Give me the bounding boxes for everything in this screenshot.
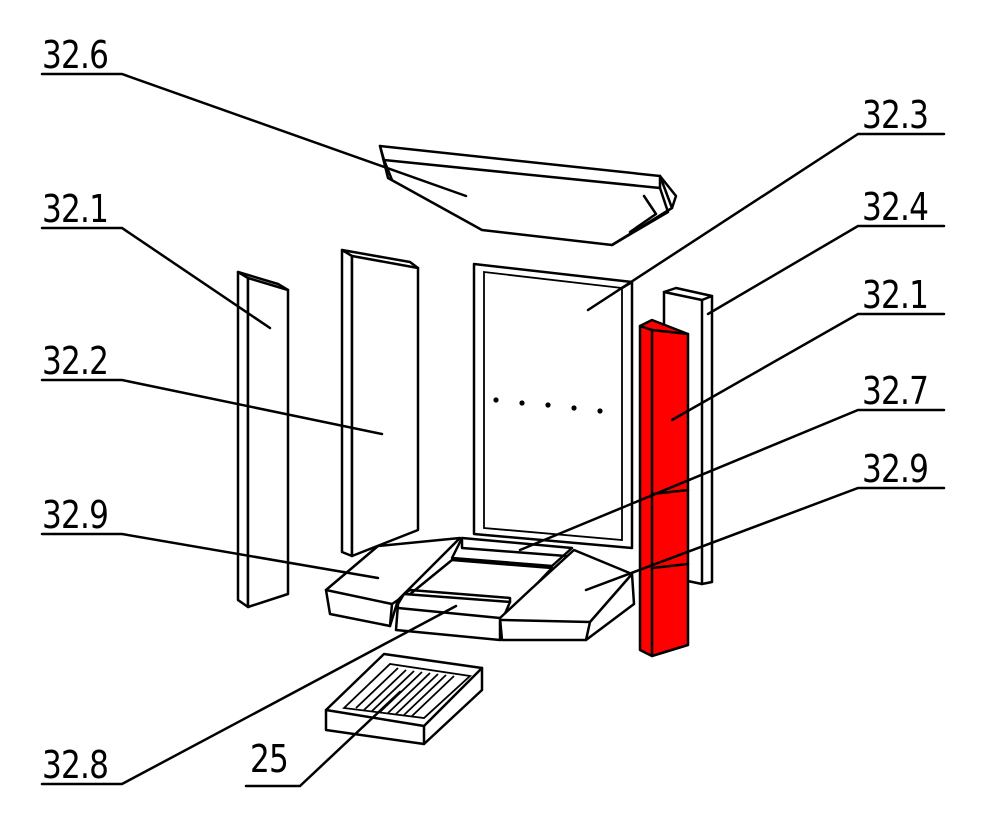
label-32-1-right: 32.1 <box>862 273 929 317</box>
leader-lines <box>40 72 946 788</box>
part-32-1-right-side-brick-highlighted <box>638 318 690 658</box>
part-32-1-left-side-brick <box>236 270 290 609</box>
label-32-9-right: 32.9 <box>862 447 929 491</box>
label-32-9-left: 32.9 <box>42 493 109 537</box>
label-25: 25 <box>250 737 289 781</box>
air-holes <box>493 397 603 414</box>
label-32-2: 32.2 <box>42 339 109 383</box>
part-32-3-back-brick <box>472 262 634 550</box>
label-32-8: 32.8 <box>42 743 109 787</box>
part-32-2-left-rear-brick <box>340 248 420 558</box>
floor-bricks <box>324 536 636 642</box>
ash-pan-grate-bars <box>355 667 455 717</box>
part-32-6-baffle <box>378 144 678 247</box>
label-32-1-left: 32.1 <box>42 187 109 231</box>
label-32-7: 32.7 <box>862 369 929 413</box>
label-32-4: 32.4 <box>862 185 929 229</box>
label-32-3: 32.3 <box>862 93 929 137</box>
part-25-ash-pan <box>324 652 484 746</box>
label-32-6: 32.6 <box>42 33 109 77</box>
